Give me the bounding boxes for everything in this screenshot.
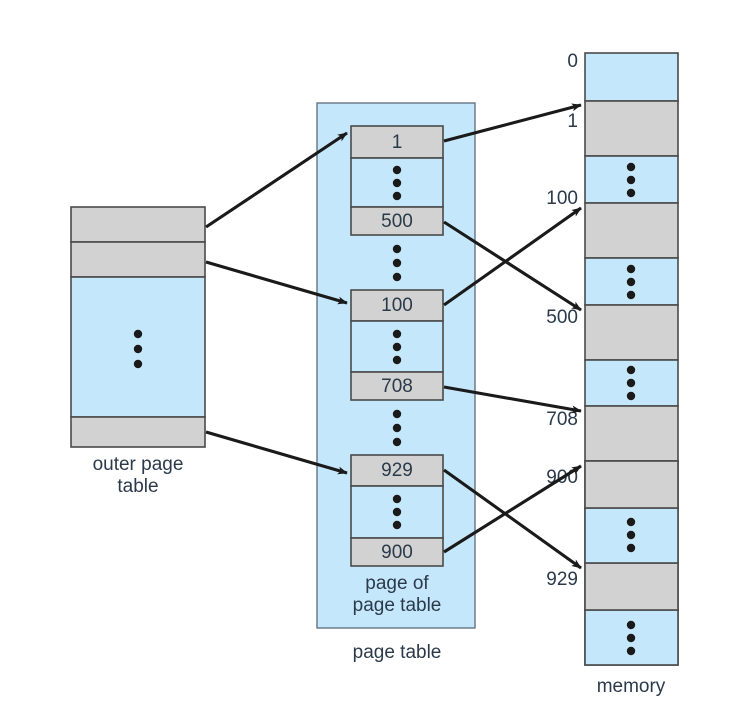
- page-group-1: 1 500: [350, 125, 444, 236]
- memory-frame-929-final[interactable]: [584, 562, 679, 611]
- memory-address-1: 1: [567, 111, 578, 132]
- memory-frame-100[interactable]: [584, 202, 679, 259]
- page-entry-1-top-label: 1: [392, 132, 403, 153]
- outer-page-table-ellipsis: [133, 329, 143, 369]
- arrow-100-to-memory-frame-100: [443, 206, 582, 307]
- outer-entry-1[interactable]: [70, 206, 206, 243]
- arrow-outer3-to-group3: [205, 430, 348, 475]
- page-group-3: 929 900: [350, 454, 444, 567]
- page-group-2: 100 708: [350, 289, 444, 401]
- arrow-500-to-memory-frame-500: [443, 220, 582, 312]
- arrow-929-to-memory-frame-929: [443, 468, 582, 570]
- arrow-1-to-memory-frame-1: [443, 103, 582, 143]
- page-of-page-table-caption-line1: page of: [365, 573, 429, 594]
- outer-entry-2[interactable]: [70, 241, 206, 278]
- arrow-outer2-to-group2: [205, 260, 348, 305]
- page-entry-2-bottom-label: 708: [381, 376, 413, 397]
- memory-frame-708[interactable]: [584, 405, 679, 462]
- page-entry-3-top-label: 929: [381, 460, 413, 481]
- arrow-group: [205, 103, 582, 570]
- outer-page-table-caption-line2: table: [117, 476, 158, 497]
- memory-frame-500[interactable]: [584, 304, 679, 361]
- memory-frame-1[interactable]: [584, 100, 679, 157]
- outer-entry-3[interactable]: [70, 416, 206, 448]
- outer-page-table-caption-line1: outer page: [93, 454, 184, 475]
- outer-page-table: outer page table: [70, 206, 206, 497]
- page-entry-2-top-label: 100: [381, 295, 413, 316]
- page-table-caption: page table: [353, 642, 442, 663]
- arrow-900-to-memory-frame-900: [443, 464, 582, 554]
- page-group-2-ellipsis-below: [392, 409, 402, 447]
- page-entry-3-bottom-label: 900: [381, 542, 413, 563]
- memory-address-500: 500: [546, 307, 578, 328]
- memory-frame-900-final[interactable]: [584, 460, 679, 509]
- memory-column: 0 1 100 500 708 900 929 memory: [546, 51, 679, 697]
- arrow-outer1-to-group1: [205, 131, 348, 229]
- page-table-container: 1 500 100: [316, 102, 476, 663]
- arrow-708-to-memory-frame-708: [443, 385, 582, 414]
- memory-address-0: 0: [567, 51, 578, 72]
- page-entry-1-bottom-label: 500: [381, 211, 413, 232]
- page-entry-1-bottom[interactable]: [350, 206, 444, 236]
- memory-address-100: 100: [546, 188, 578, 209]
- memory-address-929: 929: [546, 569, 578, 590]
- memory-caption: memory: [597, 676, 666, 697]
- page-of-page-table-caption-line2: page table: [353, 595, 442, 616]
- page-entry-2-top[interactable]: [350, 289, 444, 322]
- page-entry-3-bottom[interactable]: [350, 537, 444, 567]
- page-group-1-ellipsis-below: [392, 244, 402, 282]
- memory-frame-0[interactable]: [584, 52, 679, 102]
- page-entry-2-bottom[interactable]: [350, 371, 444, 401]
- memory-address-708: 708: [546, 409, 578, 430]
